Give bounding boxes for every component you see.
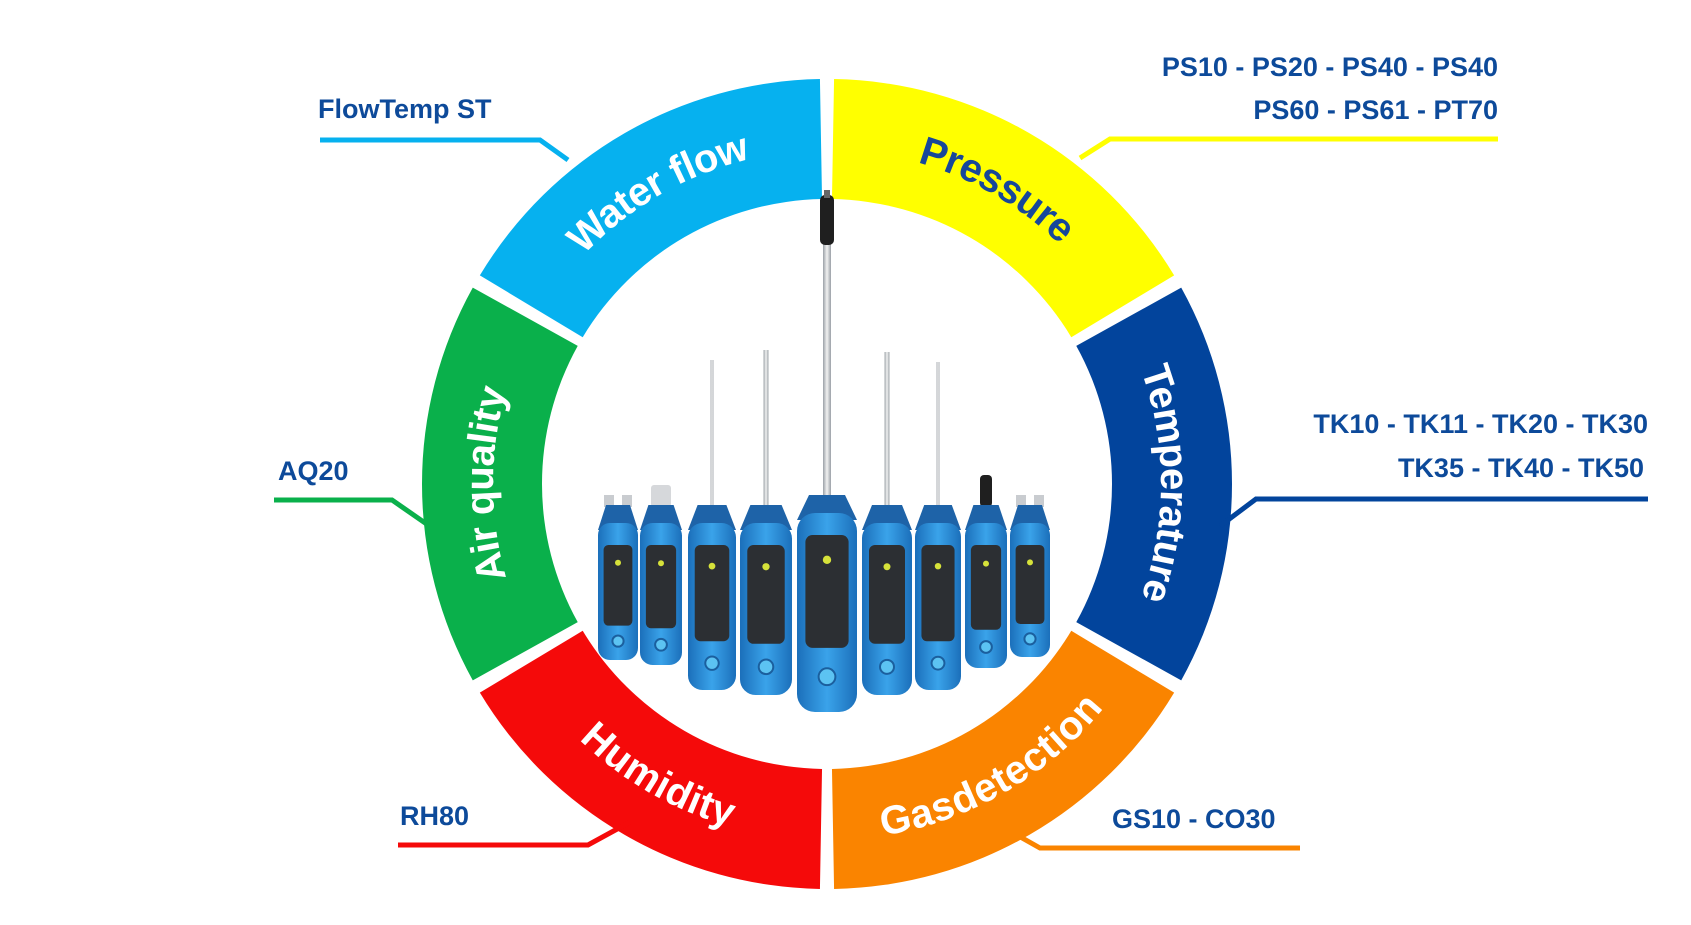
temperature-leader-line [1218, 496, 1648, 528]
leader-lines [274, 136, 1648, 851]
measurement-device [688, 360, 736, 690]
gasdetection-leader-line [1006, 827, 1300, 851]
pressure-models-line-1: PS10 - PS20 - PS40 - PS40 [1162, 52, 1498, 82]
device-lineup [598, 190, 1050, 712]
pressure-leader-line [1078, 136, 1498, 161]
temperature-models-line-2: TK35 - TK40 - TK50 [1398, 453, 1644, 483]
humidity-segment [479, 630, 823, 889]
water-flow-models-line-1: FlowTemp ST [318, 94, 492, 124]
measurement-device [965, 475, 1007, 668]
pressure-models-line-2: PS60 - PS61 - PT70 [1253, 95, 1498, 125]
water-flow-leader-line [320, 137, 570, 163]
air-quality-models-line-1: AQ20 [278, 456, 349, 486]
measurement-device [862, 352, 912, 695]
measurement-device [740, 350, 792, 695]
gasdetection-models-line-1: GS10 - CO30 [1112, 804, 1276, 834]
air-quality-leader-line [274, 497, 430, 528]
measurement-device [797, 190, 857, 712]
air-quality-segment [422, 287, 578, 681]
pressure-segment [831, 79, 1175, 338]
measurement-device [915, 362, 961, 690]
humidity-leader-line [398, 819, 632, 848]
humidity-models-line-1: RH80 [400, 801, 469, 831]
category-ring [422, 79, 1232, 889]
measurement-device [640, 485, 682, 665]
model-labels: FlowTemp ST PS10 - PS20 - PS40 - PS40 PS… [278, 52, 1648, 834]
measurement-device [1010, 495, 1050, 657]
water-flow-segment [479, 79, 823, 338]
gasdetection-segment [831, 630, 1175, 889]
temperature-segment [1076, 287, 1232, 681]
temperature-models-line-1: TK10 - TK11 - TK20 - TK30 [1313, 409, 1648, 439]
measurement-device [598, 495, 638, 660]
